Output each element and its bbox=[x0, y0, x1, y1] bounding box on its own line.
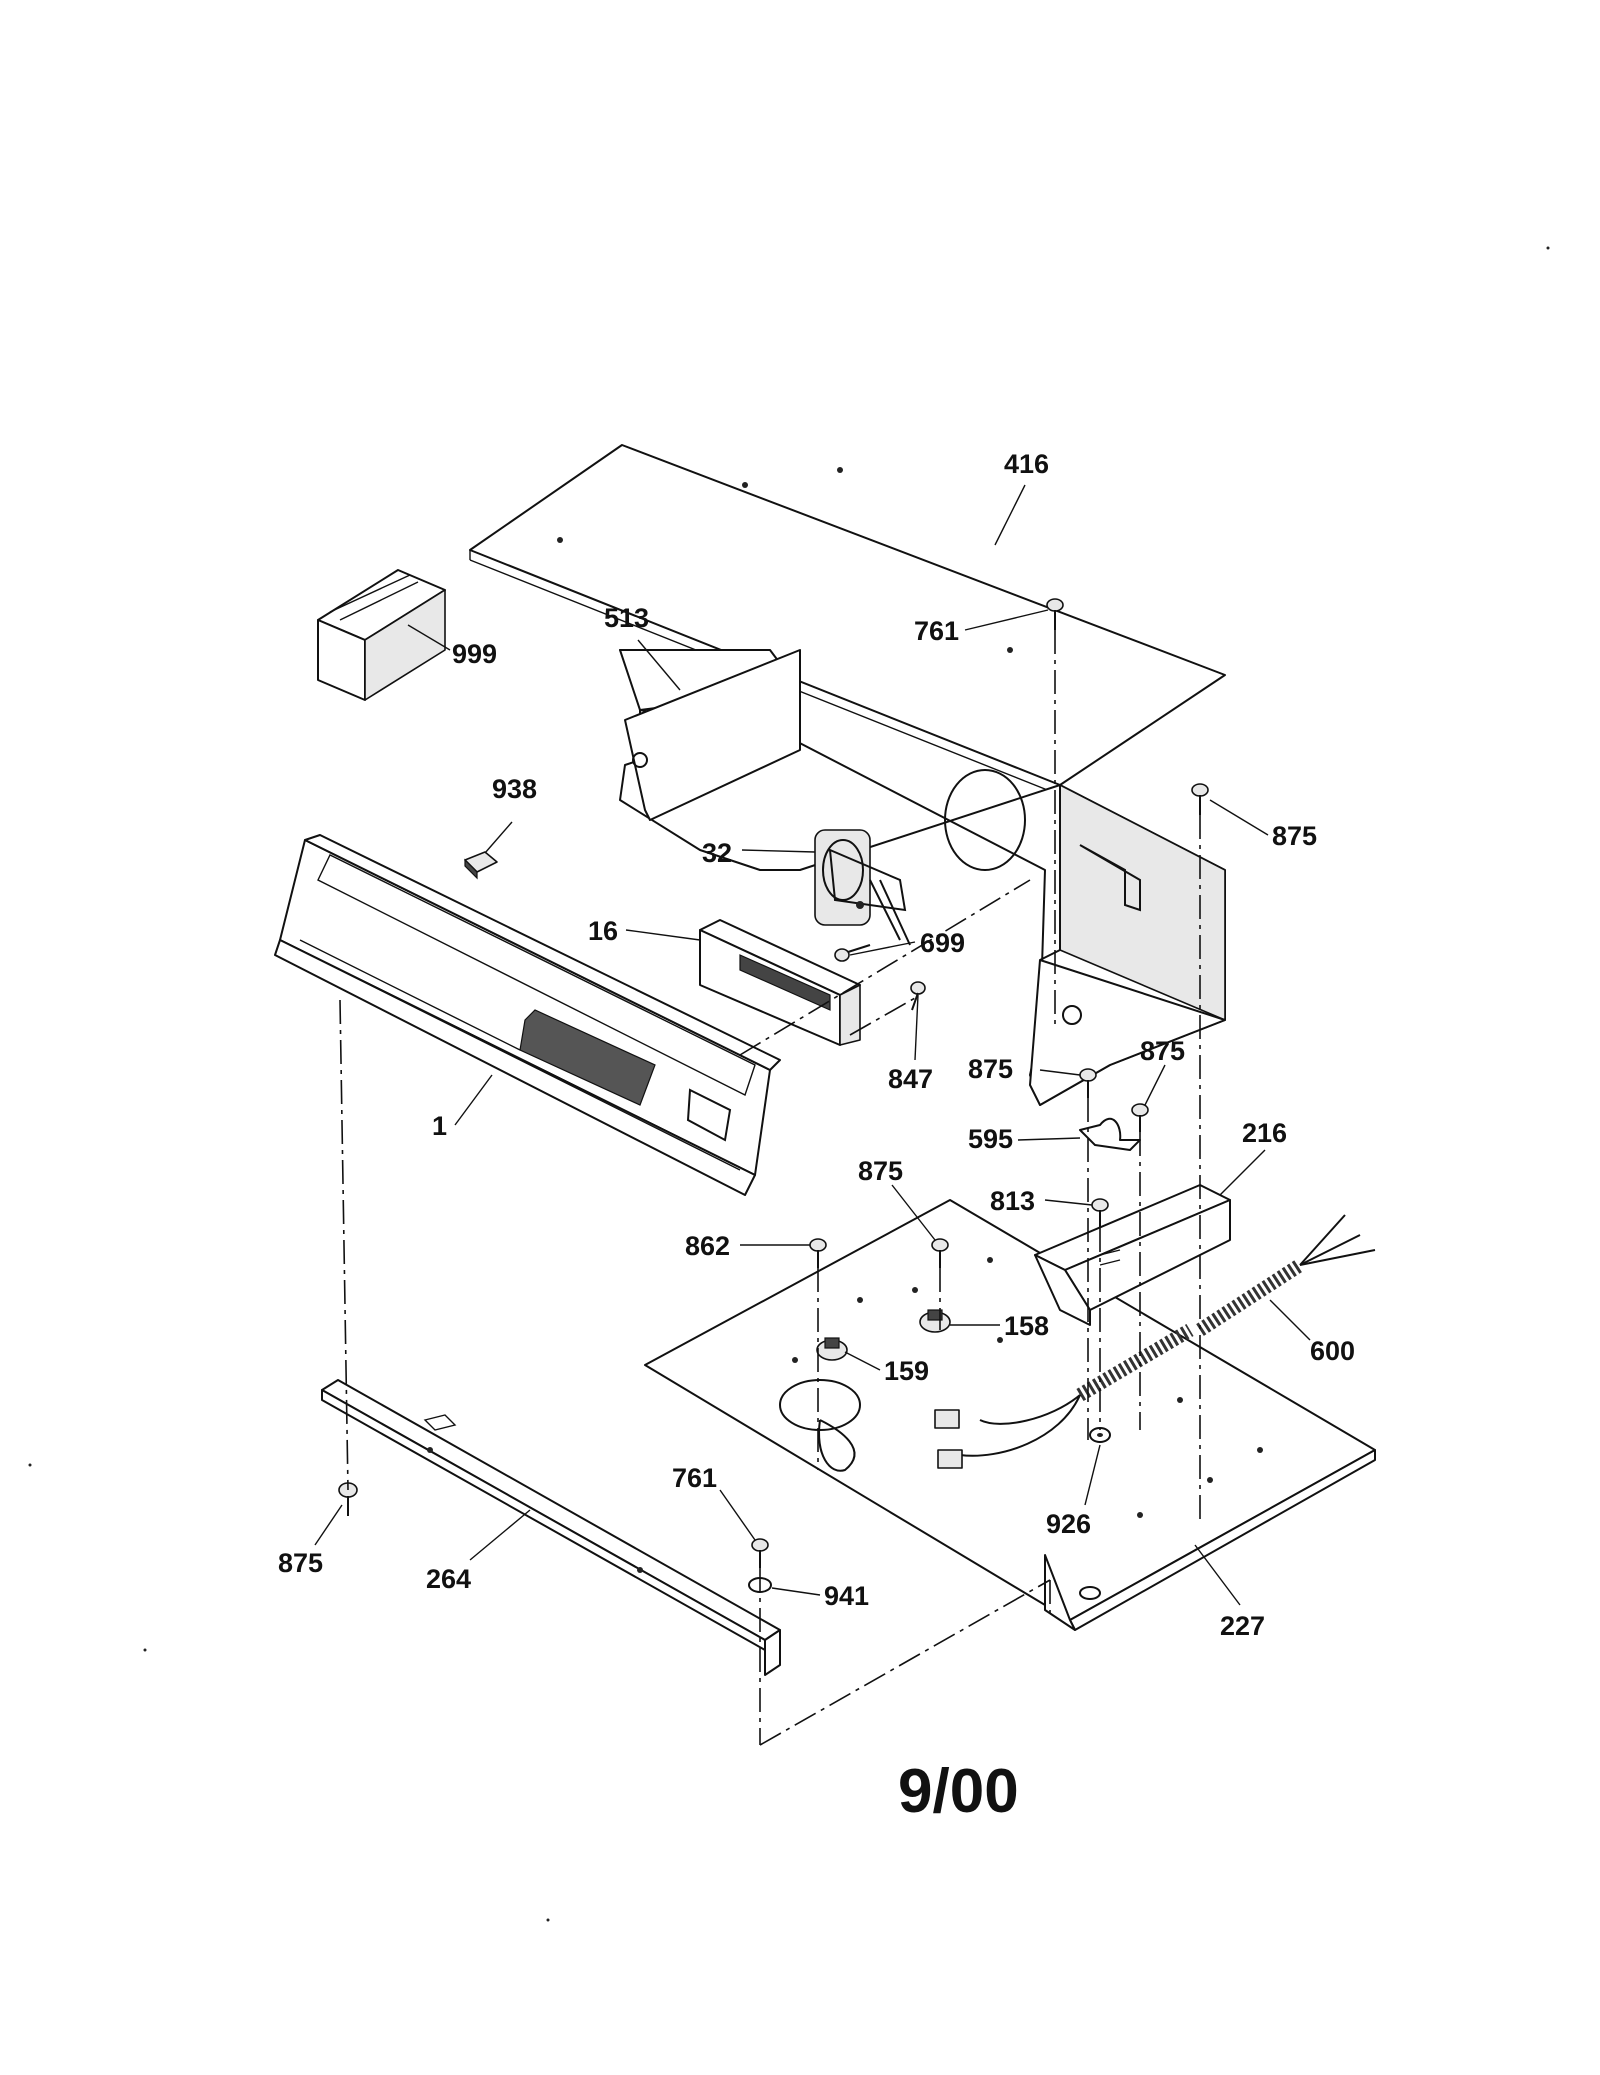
part-16-control-board bbox=[699, 919, 861, 1046]
callout-216: 216 bbox=[1242, 1118, 1287, 1148]
callout-938: 938 bbox=[492, 774, 537, 804]
part-159-thermostat bbox=[816, 1337, 848, 1361]
screw-875-base bbox=[931, 1238, 949, 1268]
callout-761-top: 761 bbox=[914, 616, 959, 646]
callout-264: 264 bbox=[426, 1564, 471, 1594]
callout-875-base: 875 bbox=[858, 1156, 903, 1186]
leader-lines bbox=[314, 484, 1311, 1606]
screw-875-mid-a bbox=[1079, 1068, 1097, 1098]
callout-32: 32 bbox=[702, 838, 732, 868]
callout-813: 813 bbox=[990, 1186, 1035, 1216]
part-600-wire-harness bbox=[934, 1214, 1376, 1469]
washer-926 bbox=[1089, 1427, 1111, 1443]
screw-699 bbox=[834, 944, 871, 962]
callout-862: 862 bbox=[685, 1231, 730, 1261]
part-158-thermostat bbox=[919, 1309, 951, 1333]
callout-16: 16 bbox=[588, 916, 618, 946]
callout-159: 159 bbox=[884, 1356, 929, 1386]
screw-847 bbox=[910, 981, 926, 1011]
callout-926: 926 bbox=[1046, 1509, 1091, 1539]
callout-999: 999 bbox=[452, 639, 497, 669]
part-416-top-cover bbox=[469, 444, 1226, 796]
callout-595: 595 bbox=[968, 1124, 1013, 1154]
screw-875-mid-b bbox=[1131, 1103, 1149, 1132]
callout-600: 600 bbox=[1310, 1336, 1355, 1366]
part-216-terminal-cover bbox=[1034, 1184, 1231, 1326]
callout-875-right: 875 bbox=[1272, 821, 1317, 851]
callout-847: 847 bbox=[888, 1064, 933, 1094]
callout-158: 158 bbox=[1004, 1311, 1049, 1341]
callout-941: 941 bbox=[824, 1581, 869, 1611]
part-227-base-plate bbox=[644, 1199, 1376, 1631]
part-32-fan-motor bbox=[814, 829, 911, 946]
scan-specks bbox=[28, 246, 1550, 1922]
assembly-centerlines bbox=[339, 630, 1201, 1746]
callout-875-mid-a: 875 bbox=[968, 1054, 1013, 1084]
screw-813 bbox=[1091, 1198, 1109, 1228]
callout-875-mid-b: 875 bbox=[1140, 1036, 1185, 1066]
screw-761-low bbox=[751, 1538, 769, 1568]
part-999-literature-box bbox=[317, 569, 446, 701]
callout-227: 227 bbox=[1220, 1611, 1265, 1641]
part-595-clamp bbox=[1079, 1117, 1141, 1151]
callout-1: 1 bbox=[432, 1111, 447, 1141]
callout-513: 513 bbox=[604, 603, 649, 633]
part-938-clip bbox=[464, 851, 498, 880]
date-code: 9/00 bbox=[898, 1757, 1019, 1826]
screw-862 bbox=[809, 1238, 827, 1268]
screw-761-top bbox=[1046, 598, 1064, 630]
callout-labels: 416 513 999 761 875 938 32 16 699 847 1 … bbox=[278, 449, 1355, 1641]
callout-699: 699 bbox=[920, 928, 965, 958]
part-264-trim-rail bbox=[321, 1379, 781, 1676]
part-1-control-panel bbox=[274, 834, 781, 1196]
callout-761-low: 761 bbox=[672, 1463, 717, 1493]
callout-416: 416 bbox=[1004, 449, 1049, 479]
callout-875-left: 875 bbox=[278, 1548, 323, 1578]
screw-875-right bbox=[1191, 783, 1209, 815]
part-513-rear-frame bbox=[619, 649, 1226, 1106]
